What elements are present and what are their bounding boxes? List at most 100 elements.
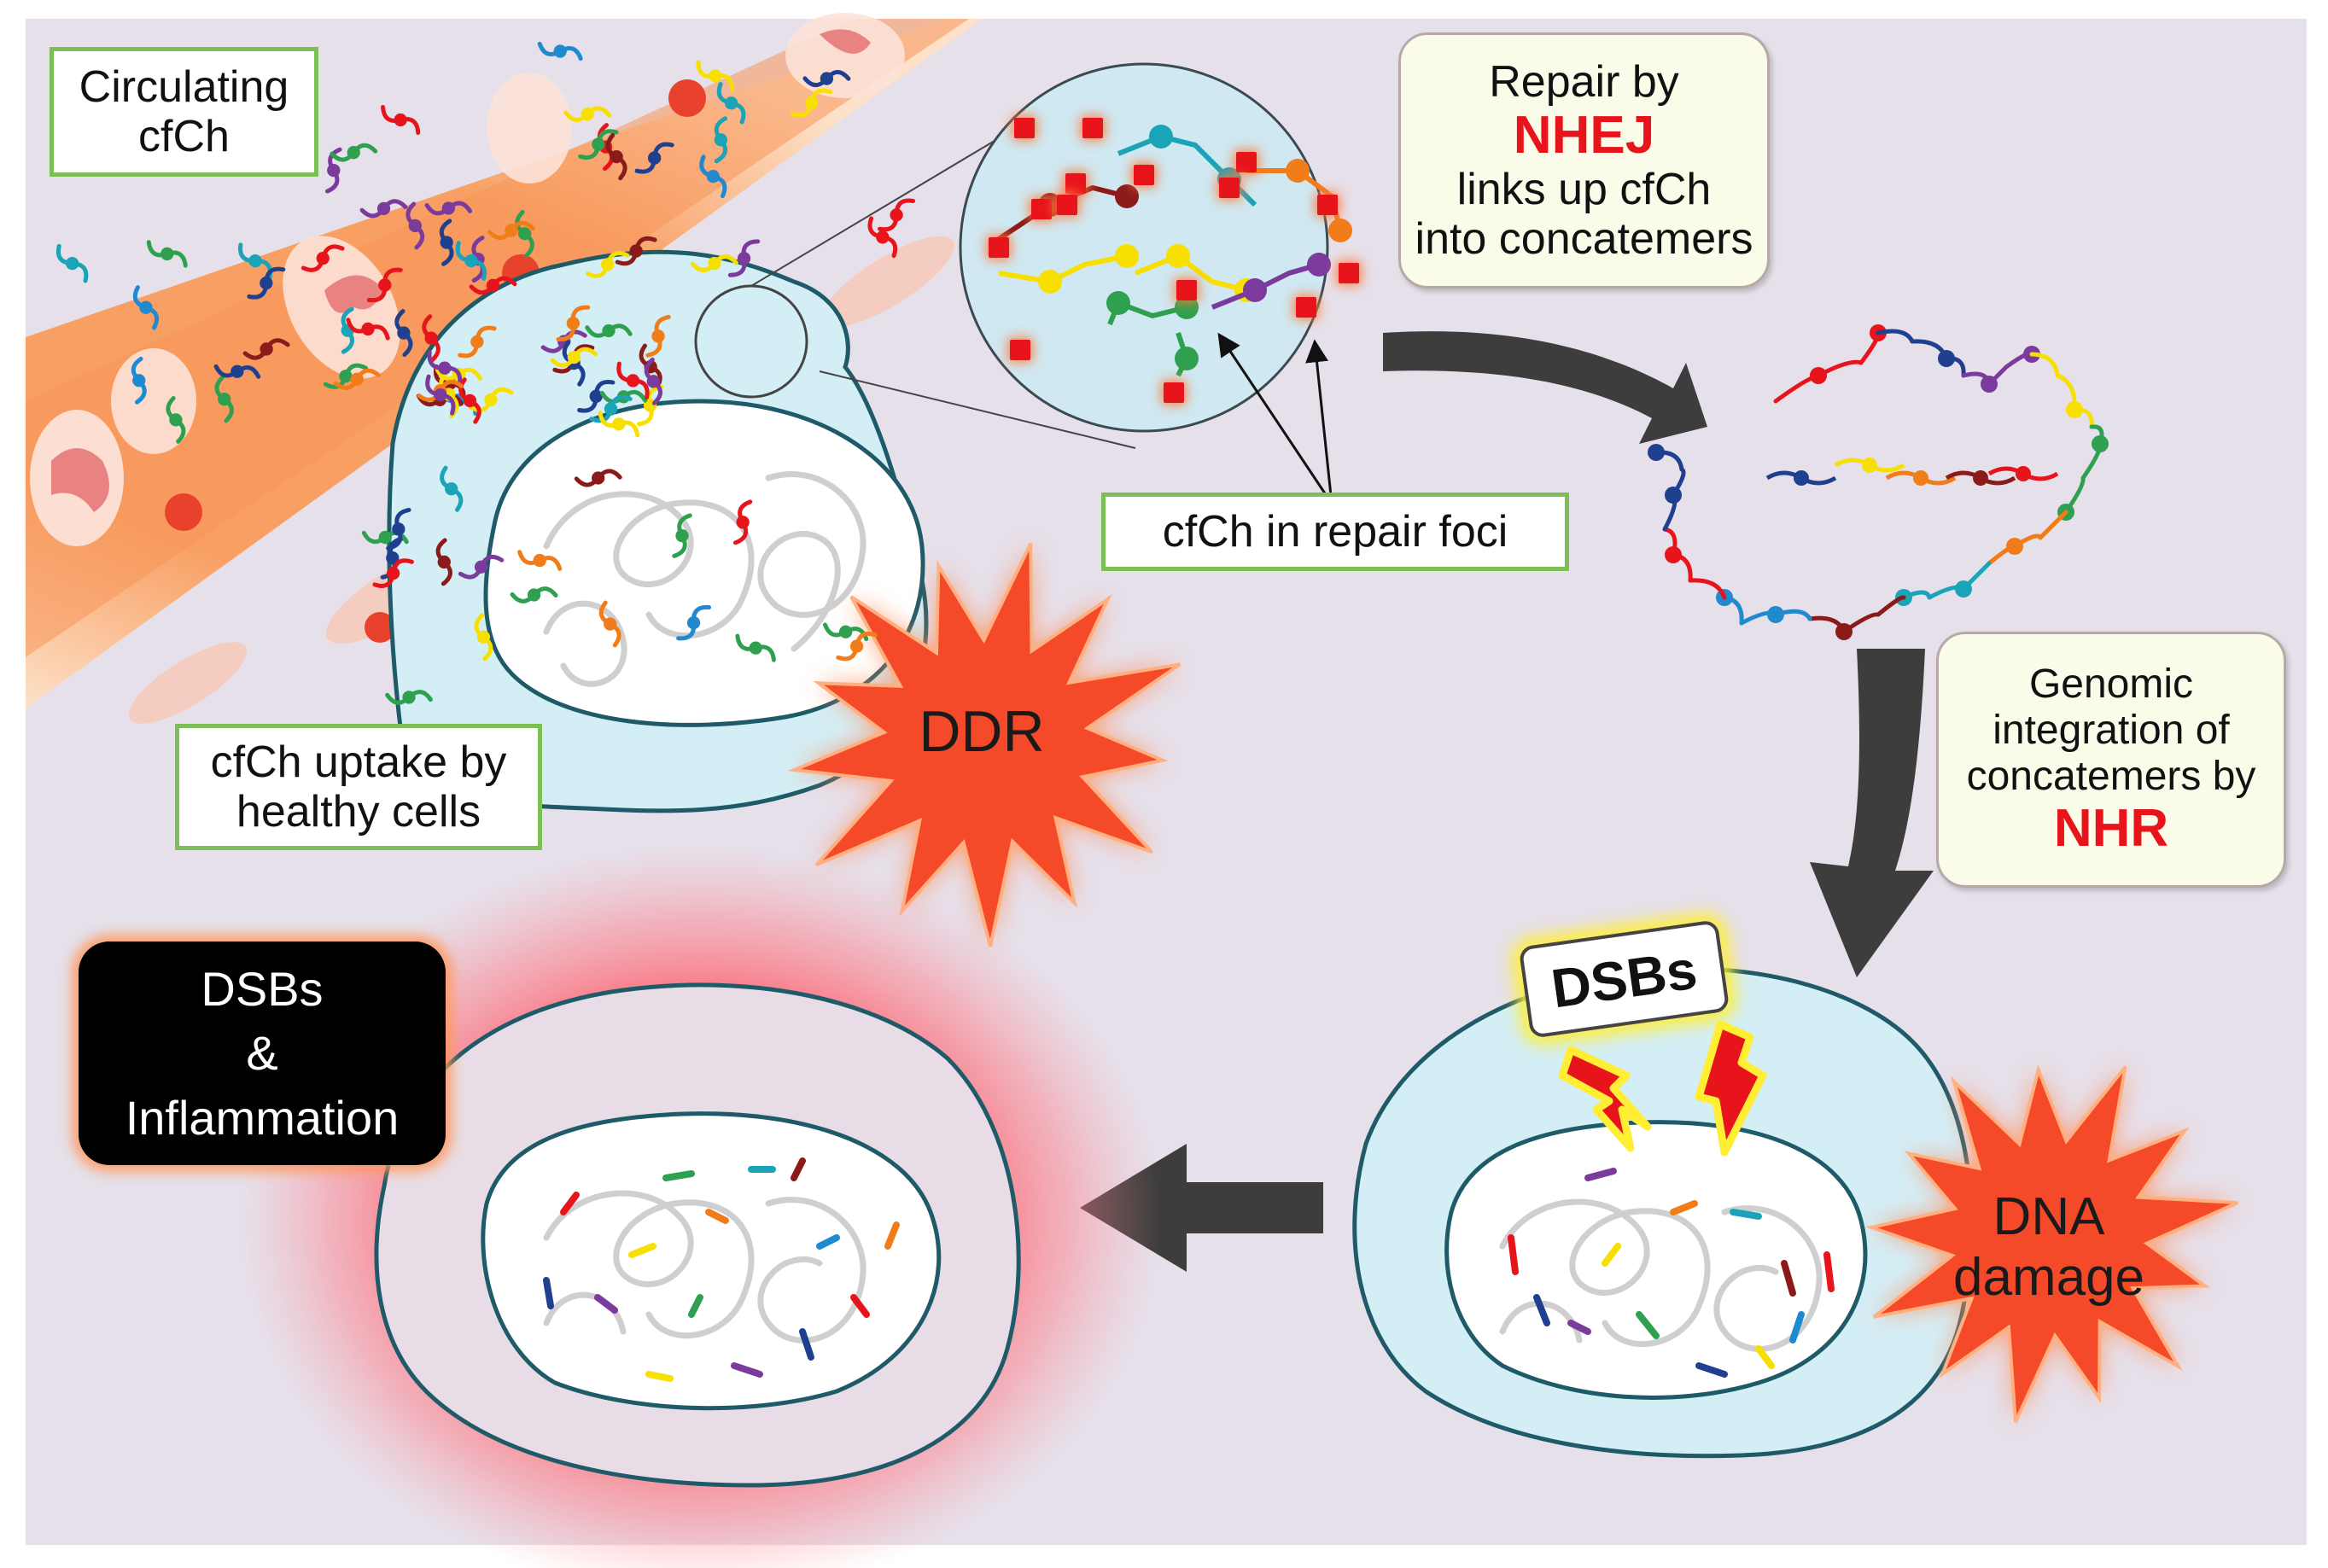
nucleosome: [402, 691, 416, 704]
nucleosome: [463, 393, 477, 408]
cfch-segment: [1789, 1311, 1805, 1344]
cfch-segment: [884, 1221, 900, 1250]
cfch-segment: [1823, 1251, 1835, 1292]
nucleosome: [820, 72, 834, 85]
nucleosome: [438, 361, 452, 375]
nucleosome: [424, 331, 438, 345]
nucleosome: [260, 276, 273, 290]
nucleosome: [602, 324, 616, 338]
nucleosome: [651, 329, 665, 343]
repair-foci-label: cfCh in repair foci: [1101, 493, 1569, 571]
foci-pointer-2: [1305, 339, 1333, 504]
integrated-cell: [1352, 966, 1974, 1459]
nucleosome: [647, 151, 662, 165]
nucleosome: [464, 254, 478, 268]
nucleosome: [737, 251, 751, 265]
nucleosome: [1106, 291, 1130, 315]
nucleosome: [804, 96, 819, 110]
nucleosome: [581, 107, 594, 121]
nucleosome: [386, 551, 400, 565]
nucleosome: [1862, 458, 1877, 473]
inflamed-cell: [239, 845, 1161, 1568]
repair-foci-markers: [987, 116, 1361, 405]
repair-focus-marker: [1219, 178, 1240, 198]
nucleosome: [476, 630, 491, 644]
concatemer-strand: [1927, 585, 1966, 600]
zoom-line-bottom: [819, 370, 1136, 449]
nucleosome: [505, 224, 518, 237]
nucleosome: [1794, 470, 1809, 486]
nucleosome: [1038, 270, 1062, 294]
dna-damage-burst: [1864, 1064, 2239, 1423]
nucleosome: [361, 322, 375, 336]
nucleosome: [709, 69, 722, 83]
cfch-segment: [731, 1362, 763, 1378]
arrow-to-concatemers: [1383, 331, 1707, 444]
nucleosome: [646, 375, 661, 388]
nucleosome: [592, 471, 605, 485]
zoom-chromatin-strand: [1211, 262, 1320, 310]
repair-focus-marker: [989, 237, 1009, 258]
cfch-segment: [799, 1328, 814, 1361]
concatemer-strand: [1876, 595, 1906, 617]
nucleosome: [408, 219, 422, 233]
nucleosome: [394, 113, 407, 127]
nucleosome: [132, 374, 146, 388]
nucleosome: [629, 244, 643, 258]
cfch-segment: [816, 1234, 840, 1250]
nucleosome: [378, 530, 392, 545]
cfch-segment: [1730, 1209, 1762, 1220]
nucleosome: [378, 278, 392, 292]
nucleosome: [1307, 253, 1331, 277]
zoom-chromatin-strand: [998, 254, 1128, 284]
dsbs-badge-text: DSBs: [1547, 938, 1701, 1020]
repair-focus-marker: [1176, 280, 1197, 300]
nucleosome: [610, 149, 623, 164]
cfch-segment: [1533, 1294, 1550, 1326]
concatemer-strand: [2072, 407, 2094, 429]
inflammation-box: DSBs & Inflammation: [79, 941, 446, 1165]
lightning-icon: [1558, 1046, 1652, 1152]
nucleosome: [445, 482, 458, 496]
nucleosome: [890, 208, 903, 222]
concatemer-strand: [2038, 510, 2068, 540]
nucleosome: [327, 163, 341, 178]
cfch-segment: [850, 1294, 870, 1318]
nucleosome: [1115, 184, 1139, 208]
nucleosome: [527, 588, 541, 602]
lightning-icon: [1695, 1020, 1767, 1157]
nucleosome: [749, 641, 762, 655]
nucleosome: [230, 364, 244, 378]
repair-focus-marker: [1031, 199, 1052, 219]
cfch-segment: [1636, 1311, 1660, 1339]
nucleosome: [169, 413, 183, 427]
concatemer-strand: [2029, 352, 2060, 378]
nucleosome: [1149, 125, 1173, 149]
nucleosome: [139, 300, 153, 314]
foci-pointer-1: [1217, 332, 1333, 504]
cfch-segment: [560, 1192, 580, 1215]
nhej-prefix: Repair by: [1489, 56, 1679, 107]
cfch-segment: [645, 1371, 674, 1382]
nucleosome: [533, 553, 546, 568]
nucleosome: [686, 615, 701, 630]
repair-focus-marker: [1057, 195, 1077, 215]
repair-focus-marker: [1339, 263, 1359, 283]
ddr-burst: [787, 543, 1182, 947]
nucleosome: [474, 560, 488, 574]
repair-focus-marker: [1164, 382, 1184, 403]
repair-focus-marker: [1317, 195, 1338, 215]
nucleosome: [708, 257, 721, 271]
concatemer-strand: [1944, 356, 1966, 378]
zoom-line-top: [750, 127, 1017, 287]
nucleosome: [386, 566, 400, 580]
repair-focus-marker: [1065, 173, 1086, 194]
cfch-segment: [688, 1294, 703, 1318]
nucleosome: [724, 96, 738, 110]
cfch-segment: [594, 1294, 618, 1314]
nucleosome: [1115, 244, 1139, 268]
nucleosome: [65, 256, 79, 271]
chromatin-fibers-3: [543, 1190, 866, 1344]
nucleosome: [592, 137, 605, 151]
nhej-term: NHEJ: [1513, 105, 1655, 165]
